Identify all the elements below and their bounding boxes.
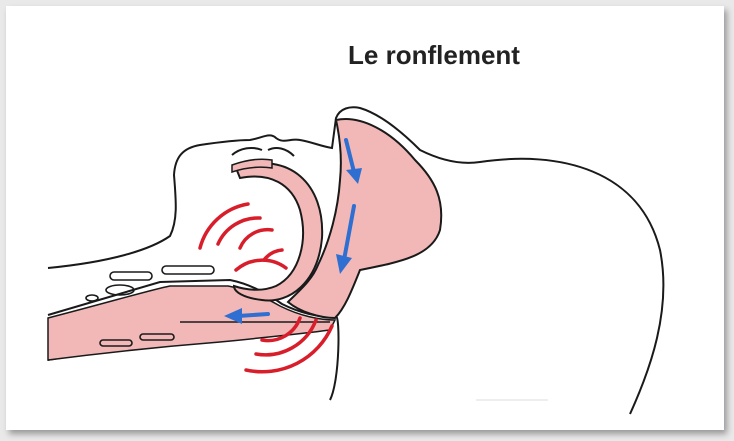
teeth <box>232 148 294 156</box>
vibration-wave-icon <box>200 204 286 270</box>
